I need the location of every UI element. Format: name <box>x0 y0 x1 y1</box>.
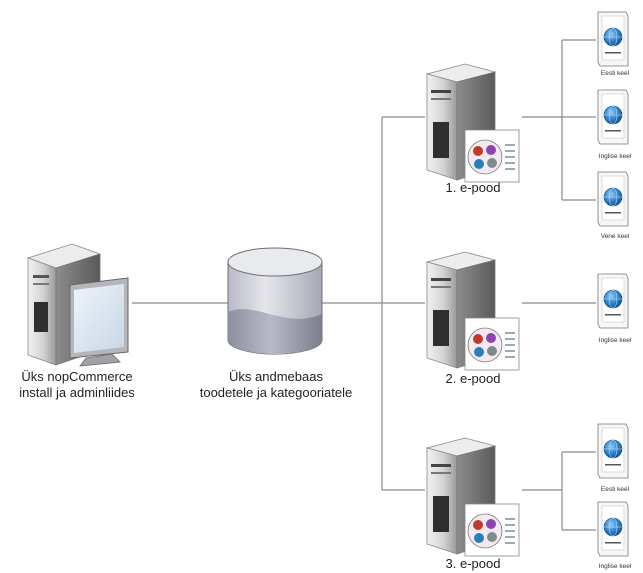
language-document-icon <box>597 273 629 329</box>
language-document-icon <box>597 501 629 557</box>
store-3-lang-2-label: Inglise keel <box>598 563 632 570</box>
computer-icon <box>26 243 129 367</box>
store-1-lang-1-label: Eesti keel <box>600 70 630 77</box>
server-icon <box>425 63 520 183</box>
store-3-label: 3. e-pood <box>445 556 501 571</box>
language-document-icon <box>597 11 629 67</box>
database-icon <box>227 247 323 355</box>
store-2-label: 2. e-pood <box>445 371 501 386</box>
server-icon <box>425 251 520 371</box>
product-catalog-icon <box>464 503 520 557</box>
admin-label-line2: install ja adminliides <box>19 385 135 400</box>
database-label-line2: toodetele ja kategooriatele <box>199 385 353 400</box>
language-document-icon <box>597 171 629 227</box>
language-document-icon <box>597 423 629 479</box>
server-icon <box>425 437 520 557</box>
language-document-icon <box>597 89 629 145</box>
database-label-line1: Üks andmebaas <box>229 369 323 384</box>
connector-lines <box>132 39 596 531</box>
admin-label-line1: Üks nopCommerce <box>21 369 133 384</box>
store-1-label: 1. e-pood <box>445 180 501 195</box>
language-documents <box>597 11 629 557</box>
store-2-lang-1-label: Inglise keel <box>598 337 632 344</box>
store-1-lang-3-label: Vene keel <box>600 233 630 240</box>
product-catalog-icon <box>464 129 520 183</box>
store-1-lang-2-label: Inglise keel <box>598 153 632 160</box>
store-servers <box>425 63 520 557</box>
store-3-lang-1-label: Eesti keel <box>600 486 630 493</box>
product-catalog-icon <box>464 317 520 371</box>
